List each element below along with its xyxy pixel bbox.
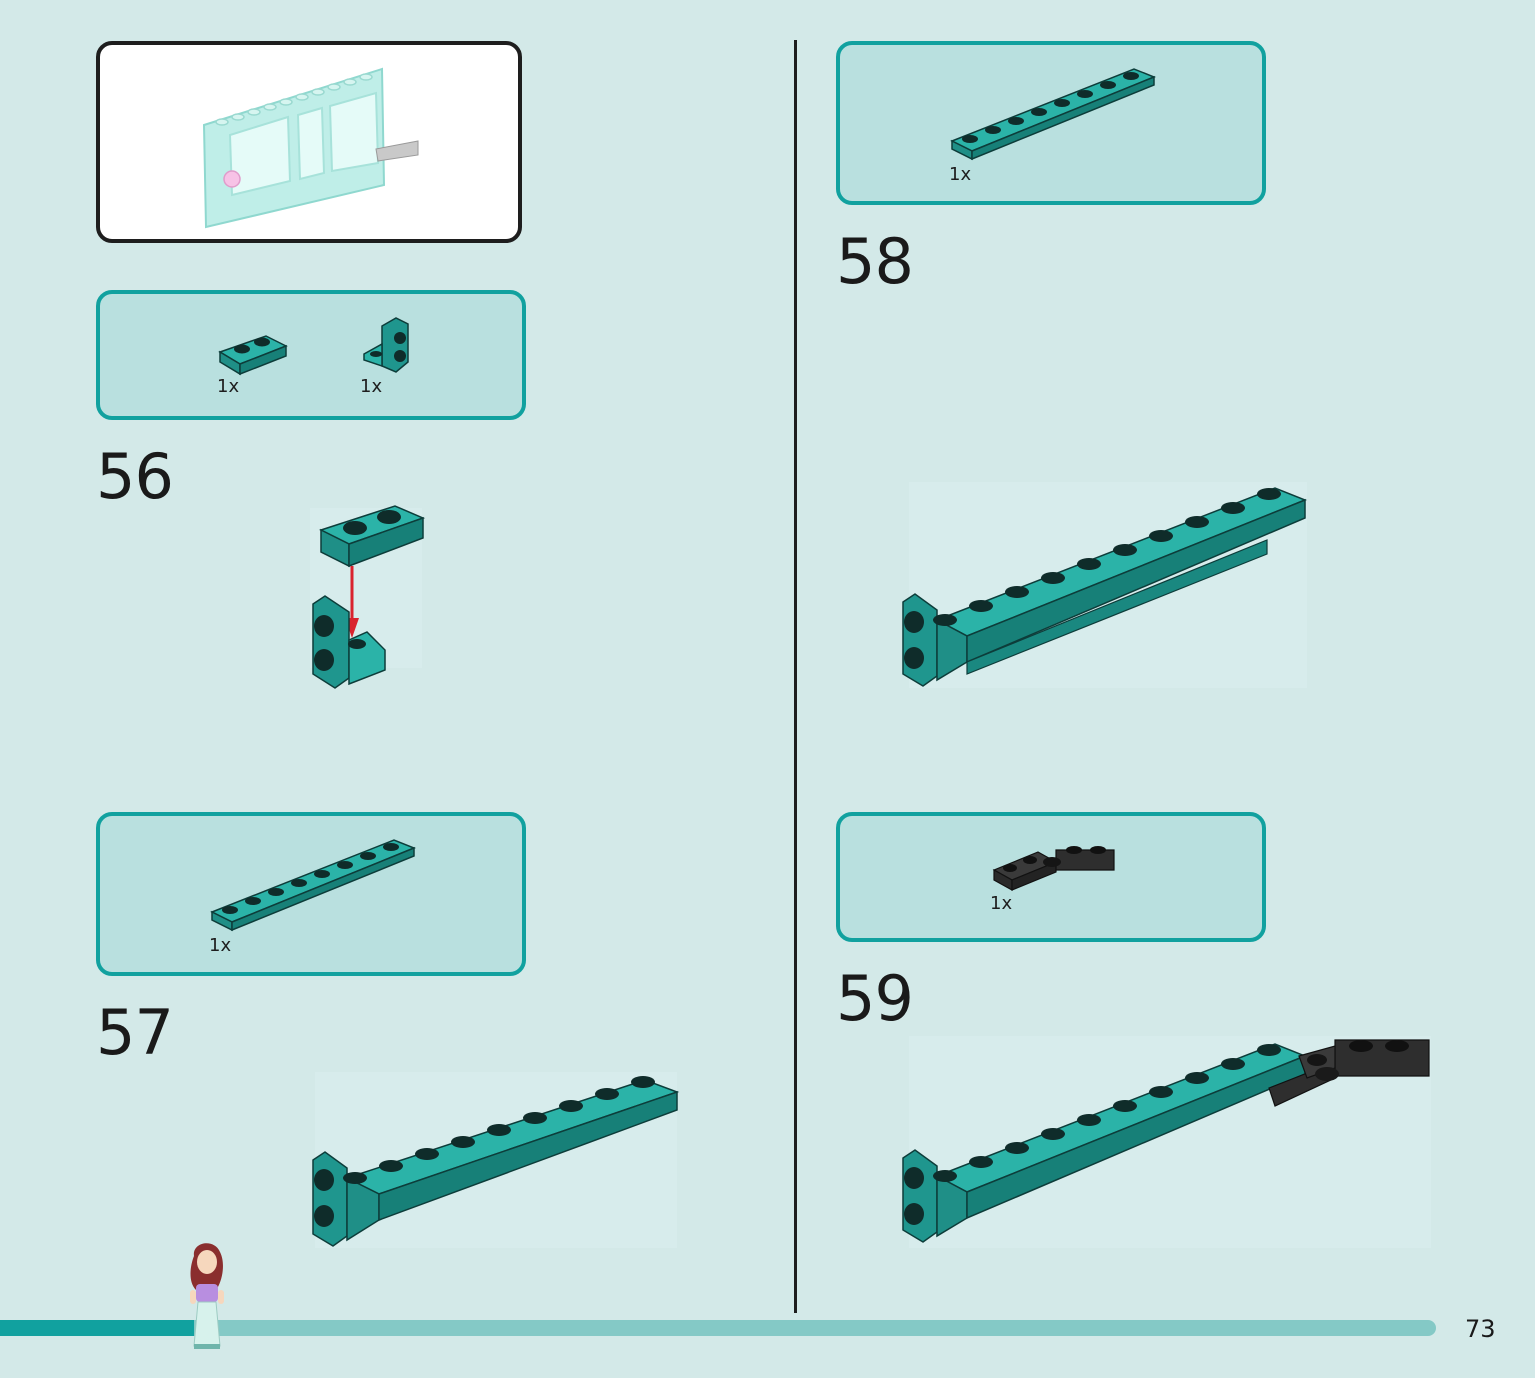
hinge-plate-dark-icon — [992, 846, 1115, 892]
step-number-56: 56 — [96, 440, 174, 513]
part-qty-58: 1x — [949, 164, 972, 185]
step-59-assembly-illustration — [902, 1036, 1431, 1248]
step-56-assembly-illustration — [310, 505, 426, 689]
parts-list-step-57 — [96, 812, 526, 976]
step-57-assembly-illustration — [312, 1072, 680, 1248]
part-qty-57: 1x — [209, 935, 232, 956]
step-number-57: 57 — [96, 996, 174, 1069]
plate-1x2-teal-icon — [218, 335, 288, 376]
progress-track — [0, 1320, 1436, 1336]
plate-1x8-teal-icon — [950, 68, 1157, 161]
parts-list-step-59 — [836, 812, 1266, 942]
step-58-assembly-illustration — [902, 482, 1308, 688]
part-qty-56b: 1x — [360, 376, 383, 397]
plate-1x8-teal-icon — [210, 839, 417, 932]
step-number-59: 59 — [836, 962, 914, 1035]
progress-fill — [0, 1320, 194, 1336]
step-number-58: 58 — [836, 225, 914, 298]
bracket-1x2-teal-icon — [363, 317, 409, 373]
parts-list-step-58 — [836, 41, 1266, 205]
window-frame-assembly-icon — [202, 67, 419, 229]
column-divider — [794, 40, 797, 1313]
part-qty-56a: 1x — [217, 376, 240, 397]
minidoll-figure-icon — [190, 1243, 224, 1349]
parts-list-step-56 — [96, 290, 526, 420]
part-qty-59: 1x — [990, 893, 1013, 914]
overview-panel — [96, 41, 522, 243]
page-number: 73 — [1465, 1315, 1496, 1343]
